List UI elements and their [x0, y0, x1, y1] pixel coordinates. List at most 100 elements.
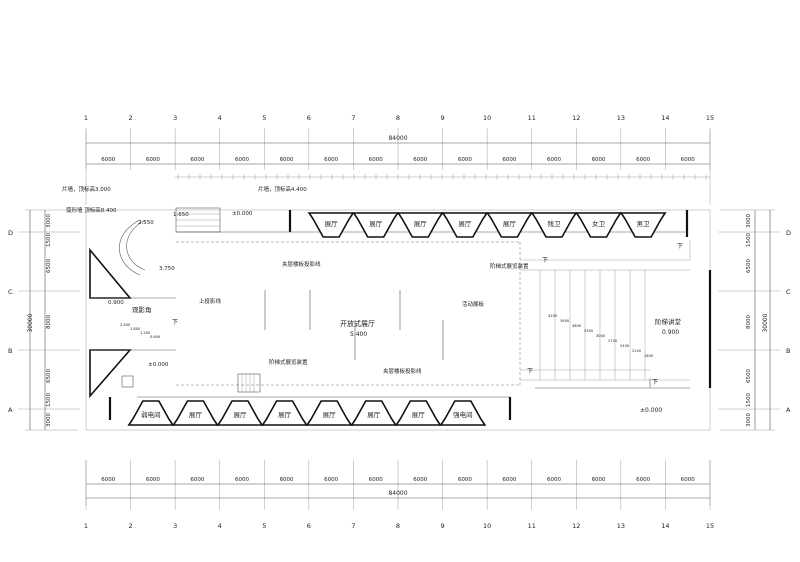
axis-label-bottom-4: 4: [218, 522, 222, 530]
span-label-top: 6000: [235, 157, 249, 163]
axis-label-bottom-12: 12: [572, 522, 580, 530]
span-label-bottom: 6000: [280, 477, 294, 483]
stair-dim: 3300: [584, 329, 594, 333]
small-dim: 1.800: [130, 327, 141, 331]
axis-label-top-2: 2: [129, 114, 133, 122]
row-label-right-D: D: [786, 229, 791, 237]
stair-dim: 2700: [608, 339, 618, 343]
span-label-top: 6000: [280, 157, 294, 163]
span-label-bottom: 6000: [369, 477, 383, 483]
room-pod-bottom: 展厅: [216, 400, 264, 426]
label-viewing-corner: 观影角: [132, 305, 152, 314]
top-room-pods: 展厅展厅展厅展厅展厅残卫女卫男卫: [307, 212, 667, 238]
small-dim: 1.200: [140, 331, 151, 335]
room-label: 展厅: [503, 220, 517, 228]
room-label: 展厅: [412, 411, 426, 419]
plan-annotations: 片墙，顶标高3.000 片墙，顶标高4.400 弧形墙 顶标高8.400 1.6…: [62, 185, 683, 414]
axis-label-bottom-11: 11: [528, 522, 536, 530]
bottom-room-pods: 弱电间展厅展厅展厅展厅展厅展厅强电间: [127, 400, 487, 426]
room-pod-top: 残卫: [530, 212, 578, 238]
row-span-left: 8000: [46, 315, 52, 329]
stair-dim: 1800: [644, 354, 654, 358]
label-elev-0-left: ±0.000: [148, 362, 169, 368]
span-label-top: 6000: [146, 157, 160, 163]
label-stepped-hall: 阶梯讲堂: [655, 317, 682, 326]
row-span-right: 1500: [746, 233, 752, 247]
label-elev-3750: 3.750: [159, 266, 175, 272]
axis-label-top-12: 12: [572, 114, 580, 122]
label-curved-wall: 弧形墙 顶标高8.400: [66, 206, 117, 214]
axis-label-bottom-8: 8: [396, 522, 400, 530]
top-span-labels: 6000 6000 6000 6000 6000 6000 6000 6000 6000 6000…: [101, 157, 695, 163]
room-pod-top: 展厅: [396, 212, 444, 238]
axis-label-bottom-7: 7: [351, 522, 355, 530]
room-pod-wall: [619, 212, 667, 238]
span-label-top: 6000: [369, 157, 383, 163]
span-label-top: 6000: [458, 157, 472, 163]
room-pod-bottom: 强电间: [439, 400, 487, 426]
room-label: 展厅: [278, 411, 292, 419]
label-stepped-device-bottom: 阶梯式展览装置: [269, 358, 308, 366]
span-label-top: 6000: [101, 157, 115, 163]
room-pod-wall: [439, 400, 487, 426]
label-down-5: 下: [652, 379, 658, 386]
axis-label-top-14: 14: [661, 114, 669, 122]
total-width-right: 30000: [762, 313, 769, 332]
label-wall-top: 片墙，顶标高3.000: [62, 185, 111, 193]
span-label-top: 6000: [681, 157, 695, 163]
axis-label-top-1: 1: [84, 114, 88, 122]
label-down-2: 下: [677, 243, 683, 250]
span-label-bottom: 6000: [235, 477, 249, 483]
row-span-right: 3000: [746, 413, 752, 427]
right-dimension-lines: 30000: [720, 209, 775, 431]
row-label-left-A: A: [8, 406, 13, 414]
stair-dim: 3900: [560, 319, 570, 323]
room-pod-bottom: 展厅: [171, 400, 219, 426]
axis-label-bottom-15: 15: [706, 522, 714, 530]
axis-label-top-15: 15: [706, 114, 714, 122]
span-label-bottom: 6000: [547, 477, 561, 483]
axis-label-top-5: 5: [262, 114, 266, 122]
label-elev-0-right: ±0.000: [640, 407, 662, 414]
span-label-top: 6000: [502, 157, 516, 163]
label-movable-board: 活动展板: [462, 300, 485, 308]
axis-label-bottom-2: 2: [129, 522, 133, 530]
axis-label-top-13: 13: [617, 114, 625, 122]
row-label-right-C: C: [786, 288, 791, 296]
total-width-left: 30000: [27, 313, 34, 332]
span-label-bottom: 6000: [502, 477, 516, 483]
label-elev-0900-left: 0.900: [108, 300, 124, 306]
room-pod-top: 展厅: [441, 212, 489, 238]
label-mezzanine-top: 夹层楼板投影线: [282, 260, 321, 268]
room-pod-top: 展厅: [307, 212, 355, 238]
row-span-left: 3000: [46, 214, 52, 228]
span-label-bottom: 6000: [190, 477, 204, 483]
stair-dim: 4200: [548, 314, 558, 318]
room-label: 展厅: [234, 411, 248, 419]
label-open-hall: 开放式展厅: [340, 319, 375, 328]
span-label-top: 6000: [547, 157, 561, 163]
label-down-1: 下: [172, 319, 178, 326]
room-pod-bottom: 展厅: [394, 400, 442, 426]
room-label: 男卫: [637, 220, 651, 228]
label-open-hall-elev: 5.400: [350, 331, 367, 338]
room-pod-bottom: 弱电间: [127, 400, 175, 426]
axis-label-top-4: 4: [218, 114, 222, 122]
label-down-3: 下: [542, 257, 548, 264]
room-label: 残卫: [548, 219, 562, 228]
room-pod-top: 女卫: [575, 212, 623, 238]
label-elev-2550: 2.550: [138, 220, 154, 226]
span-label-bottom: 6000: [101, 477, 115, 483]
room-label: 展厅: [458, 220, 472, 228]
row-span-left: 1500: [46, 233, 52, 247]
axis-label-bottom-10: 10: [483, 522, 491, 530]
span-label-top: 6000: [413, 157, 427, 163]
axis-label-bottom-9: 9: [441, 522, 445, 530]
stair-dim: 3600: [572, 324, 582, 328]
